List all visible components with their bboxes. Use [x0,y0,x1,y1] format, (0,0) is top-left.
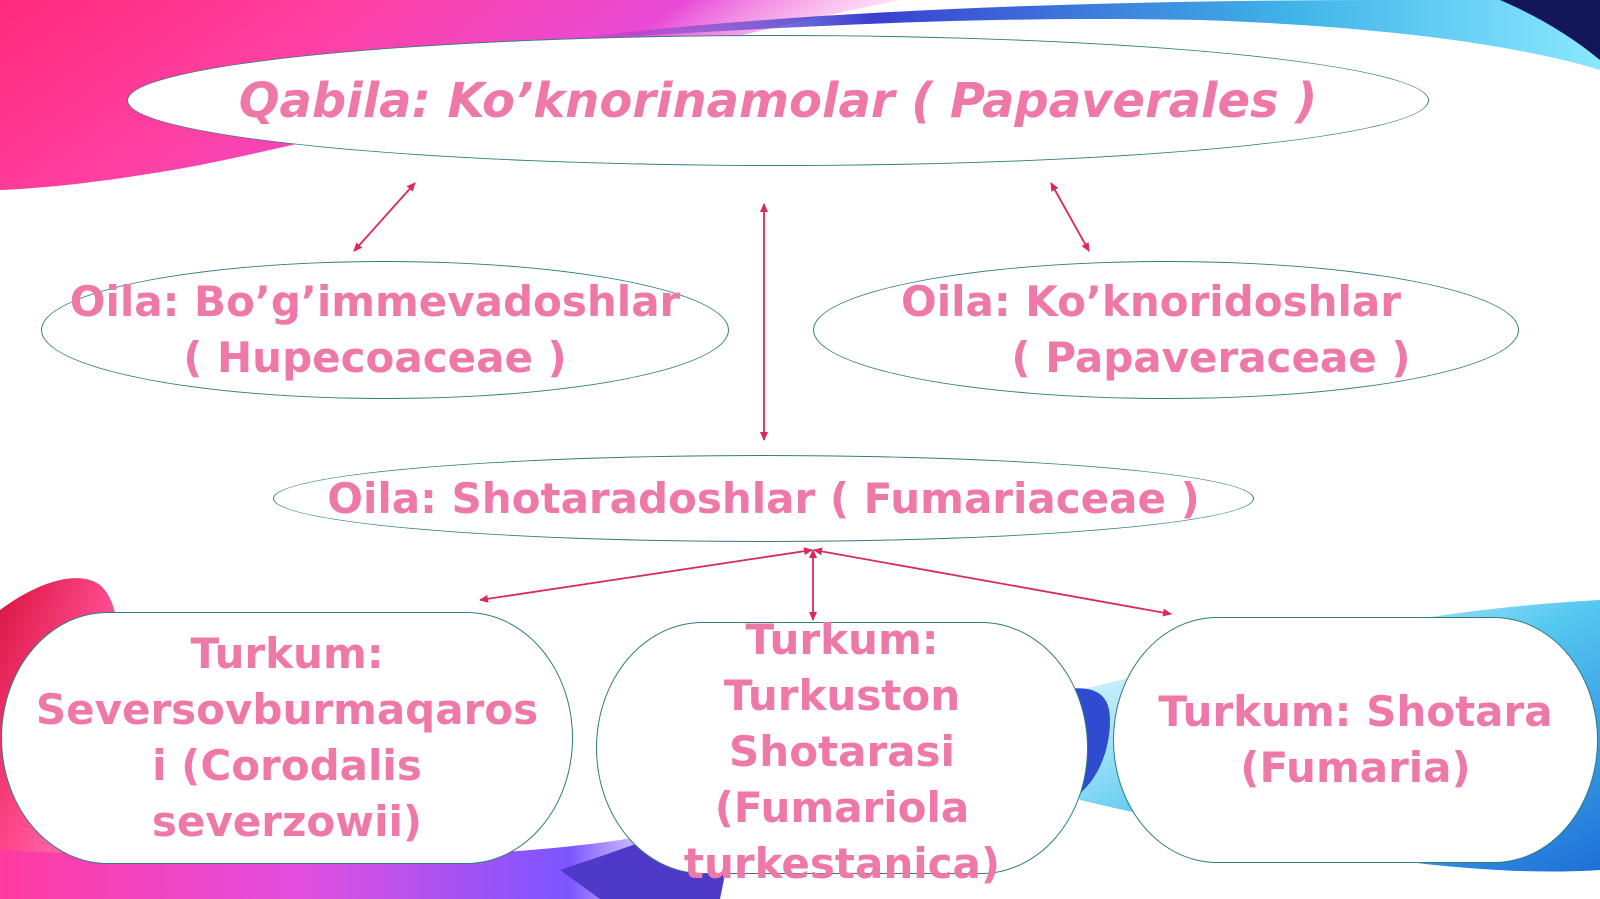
genus-line: Turkum: [190,629,384,678]
genus-line: Turkum: Shotara [1158,687,1553,736]
family-latin-line: ( Hupecoaceae ) [183,333,567,382]
swoosh-top-right [560,0,1600,70]
family-label: Oila: Bo’g’immevadoshlar ( Hupecoaceae ) [70,274,681,386]
genus-label: Turkum: Turkuston Shotarasi (Fumariola t… [684,612,1000,892]
swoosh-bottom-band [0,815,760,899]
genus-line: (Fumaria) [1240,743,1471,792]
arrow-order-to-right-family [1050,182,1090,252]
family-label: Oila: Shotaradoshlar ( Fumariaceae ) [327,474,1200,523]
family-name-line: Oila: Ko’knoridoshlar [901,277,1401,326]
family-node-hupecoaceae: Oila: Bo’g’immevadoshlar ( Hupecoaceae ) [41,261,729,399]
arrow-order-to-left-family [353,182,416,252]
genus-label: Turkum: Shotara (Fumaria) [1158,684,1552,796]
genus-node-fumariola: Turkum: Turkuston Shotarasi (Fumariola t… [596,615,1088,888]
family-label: Oila: Ko’knoridoshlar ( Papaveraceae ) [891,274,1411,386]
family-node-fumariaceae: Oila: Shotaradoshlar ( Fumariaceae ) [273,455,1254,542]
genus-line: Turkum: [745,615,939,664]
genus-line: severzowii) [151,797,423,846]
genus-node-fumaria: Turkum: Shotara (Fumaria) [1113,617,1598,863]
genus-node-corodalis: Turkum: Seversovburmaqaros i (Corodalis … [1,612,573,864]
order-node: Qabila: Ko’knorinamolar ( Papaverales ) [127,35,1429,166]
genus-line: Turkuston [723,671,961,720]
genus-line: Shotarasi [729,727,955,776]
genus-line: turkestanica) [683,839,1001,888]
family-node-papaveraceae: Oila: Ko’knoridoshlar ( Papaveraceae ) [813,261,1519,399]
genus-line: i (Corodalis [152,741,422,790]
order-label: Qabila: Ko’knorinamolar ( Papaverales ) [238,72,1318,129]
genus-line: (Fumariola [714,783,970,832]
family-latin-line: ( Papaveraceae ) [1011,333,1411,382]
arrow-center-to-genus-1 [479,547,813,603]
genus-line: Seversovburmaqaros [35,685,539,734]
genus-label: Turkum: Seversovburmaqaros i (Corodalis … [36,626,538,850]
family-name-line: Oila: Bo’g’immevadoshlar [69,277,681,326]
swoosh-top-right-dark [1500,0,1600,60]
arrow-center-to-genus-3 [813,547,1172,617]
